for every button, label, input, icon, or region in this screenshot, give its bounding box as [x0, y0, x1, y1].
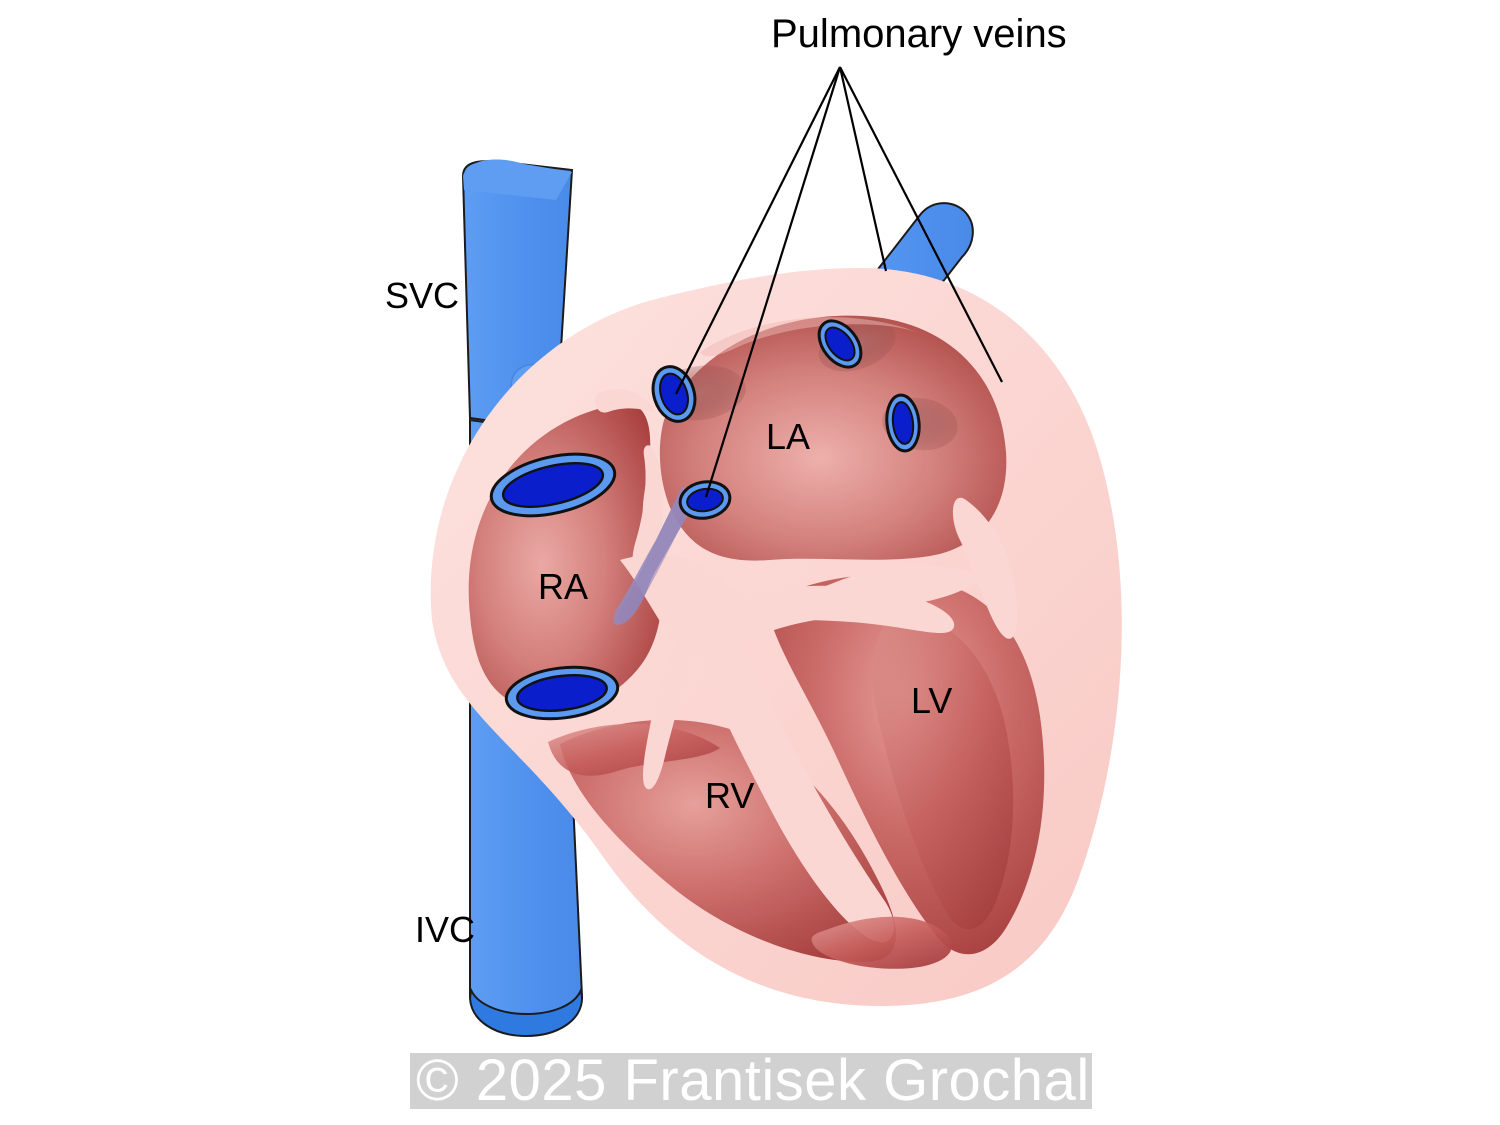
rv-label: RV — [705, 775, 754, 816]
svc-ostium — [489, 452, 617, 518]
left-ventricle-lumen — [872, 612, 1014, 930]
mitral-anterior-leaflet — [732, 585, 955, 634]
svc-label: SVC — [385, 275, 459, 316]
leader-line-rupv — [675, 66, 841, 395]
rv-free-wall-band — [548, 723, 720, 776]
tricuspid-leaflet — [643, 610, 701, 790]
leader-line-lupv-tube — [838, 66, 888, 272]
copyright-text: © 2025 Frantisek Grochal — [416, 1048, 1090, 1113]
leader-line-llpv-septal — [704, 66, 842, 498]
left-lower-pulmonary-vein-ostium — [885, 393, 921, 453]
interventricular-septum — [688, 600, 894, 943]
left-upper-pulmonary-vein-ostium — [817, 319, 863, 369]
papillary-muscle — [811, 916, 952, 969]
copyright-watermark: © 2025 Frantisek Grochal — [410, 1048, 1092, 1113]
la-label: LA — [766, 416, 810, 457]
lv-label: LV — [911, 680, 952, 721]
left-atrium-cavity — [659, 315, 1007, 561]
la-roof-highlight — [700, 317, 926, 357]
ra-label: RA — [538, 566, 588, 607]
pulmonary-veins-label: Pulmonary veins — [771, 12, 1067, 56]
leader-line-llpv-tube — [839, 66, 1003, 383]
leader-lines — [675, 66, 1003, 498]
ivc-ostium — [504, 665, 620, 721]
septal-pulmonary-vein-shadow — [613, 480, 732, 625]
ivc-label: IVC — [415, 909, 475, 950]
la-lv-wall-fold — [952, 497, 1018, 639]
ra-la-notch — [594, 388, 656, 414]
